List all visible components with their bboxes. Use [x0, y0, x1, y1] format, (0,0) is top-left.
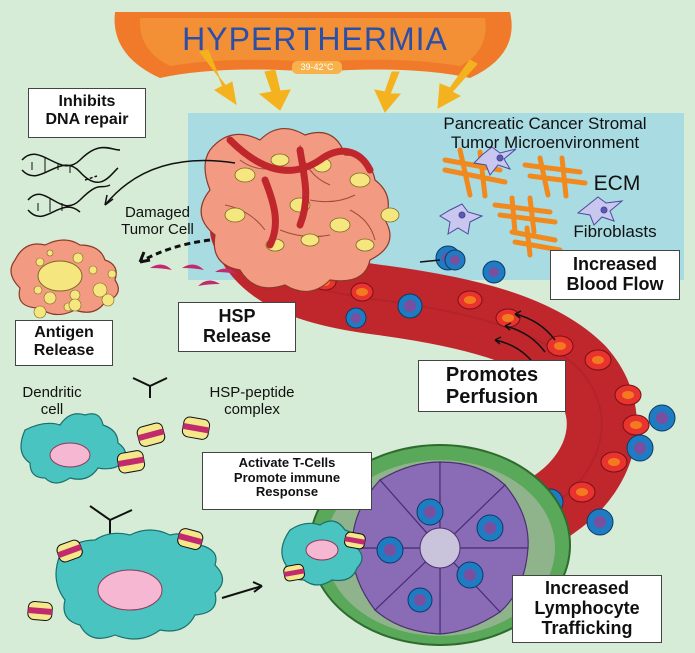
activate-tcells-label: Activate T-Cells Promote immune Response — [202, 452, 372, 510]
to-lymph-arrowhead — [252, 581, 263, 593]
dendritic-cell-large — [27, 528, 224, 640]
temperature-badge: 39-42°C — [300, 62, 334, 72]
increased-blood-flow-label: Increased Blood Flow — [550, 250, 680, 300]
damaged-tumor-cell — [10, 239, 119, 316]
hsp-peptide-complexes — [116, 416, 211, 474]
hyperthermia-title: HYPERTHERMIA — [182, 21, 448, 57]
hsp-crescents — [150, 264, 237, 286]
antigen-fragments — [33, 293, 115, 319]
heat-arrows — [199, 49, 478, 113]
dendritic-cell-small — [20, 413, 127, 484]
microenvironment-title: Pancreatic Cancer Stromal Tumor Microenv… — [443, 114, 647, 153]
label-inhibits-dna-repair: Inhibits DNA repair — [28, 88, 146, 138]
dendritic-cell-label: Dendritic cell — [22, 384, 82, 418]
lymphocyte-trafficking-label: Increased Lymphocyte Trafficking — [512, 575, 662, 643]
damaged-tumor-cell-label: Damaged Tumor Cell — [121, 204, 194, 238]
to-lymph-arrow — [221, 585, 263, 599]
panel-lymphocyte — [419, 249, 466, 271]
promotes-perfusion-label: Promotes Perfusion — [418, 360, 566, 412]
hsp-release-label: HSP Release — [178, 302, 296, 352]
heat-banner — [114, 12, 512, 78]
fibroblasts-label: Fibroblasts — [573, 222, 657, 241]
node-lymphocytes — [376, 498, 504, 613]
hsp-peptide-complex-label: HSP-peptide complex — [209, 384, 295, 418]
flow-junction-2 — [89, 505, 133, 534]
antigen-release-label: Antigen Release — [15, 320, 113, 366]
hsp-dashed-arrowhead — [138, 251, 151, 264]
dendritic-cell-node — [281, 520, 366, 586]
damage-arrowhead — [104, 194, 114, 206]
damage-arrow — [104, 159, 236, 206]
fibroblasts — [439, 146, 624, 235]
ecm-label: ECM — [593, 172, 641, 195]
dna-helix — [21, 146, 121, 218]
tumor-cluster — [200, 128, 400, 292]
flow-junction-1 — [132, 377, 168, 398]
